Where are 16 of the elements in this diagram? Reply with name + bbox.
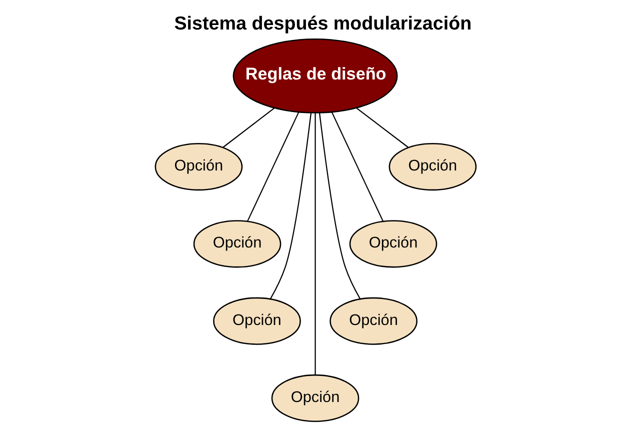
node-ellipse: Opción: [348, 220, 437, 268]
node-ellipse: Opción: [192, 220, 281, 268]
diagram-title: Sistema después modularización: [174, 12, 472, 34]
connector: [318, 112, 360, 300]
connector: [330, 112, 384, 222]
connector: [269, 112, 312, 300]
node-ellipse: Reglas de diseño: [232, 38, 398, 114]
node-ellipse: Opción: [329, 297, 417, 345]
connector: [356, 108, 408, 148]
connector: [314, 112, 316, 375]
node-ellipse: Opción: [212, 297, 300, 345]
node-ellipse: Opción: [154, 143, 242, 191]
node-ellipse: Opción: [388, 143, 476, 191]
node-ellipse: Opción: [270, 374, 359, 422]
connector: [246, 112, 299, 222]
connector: [222, 108, 274, 148]
